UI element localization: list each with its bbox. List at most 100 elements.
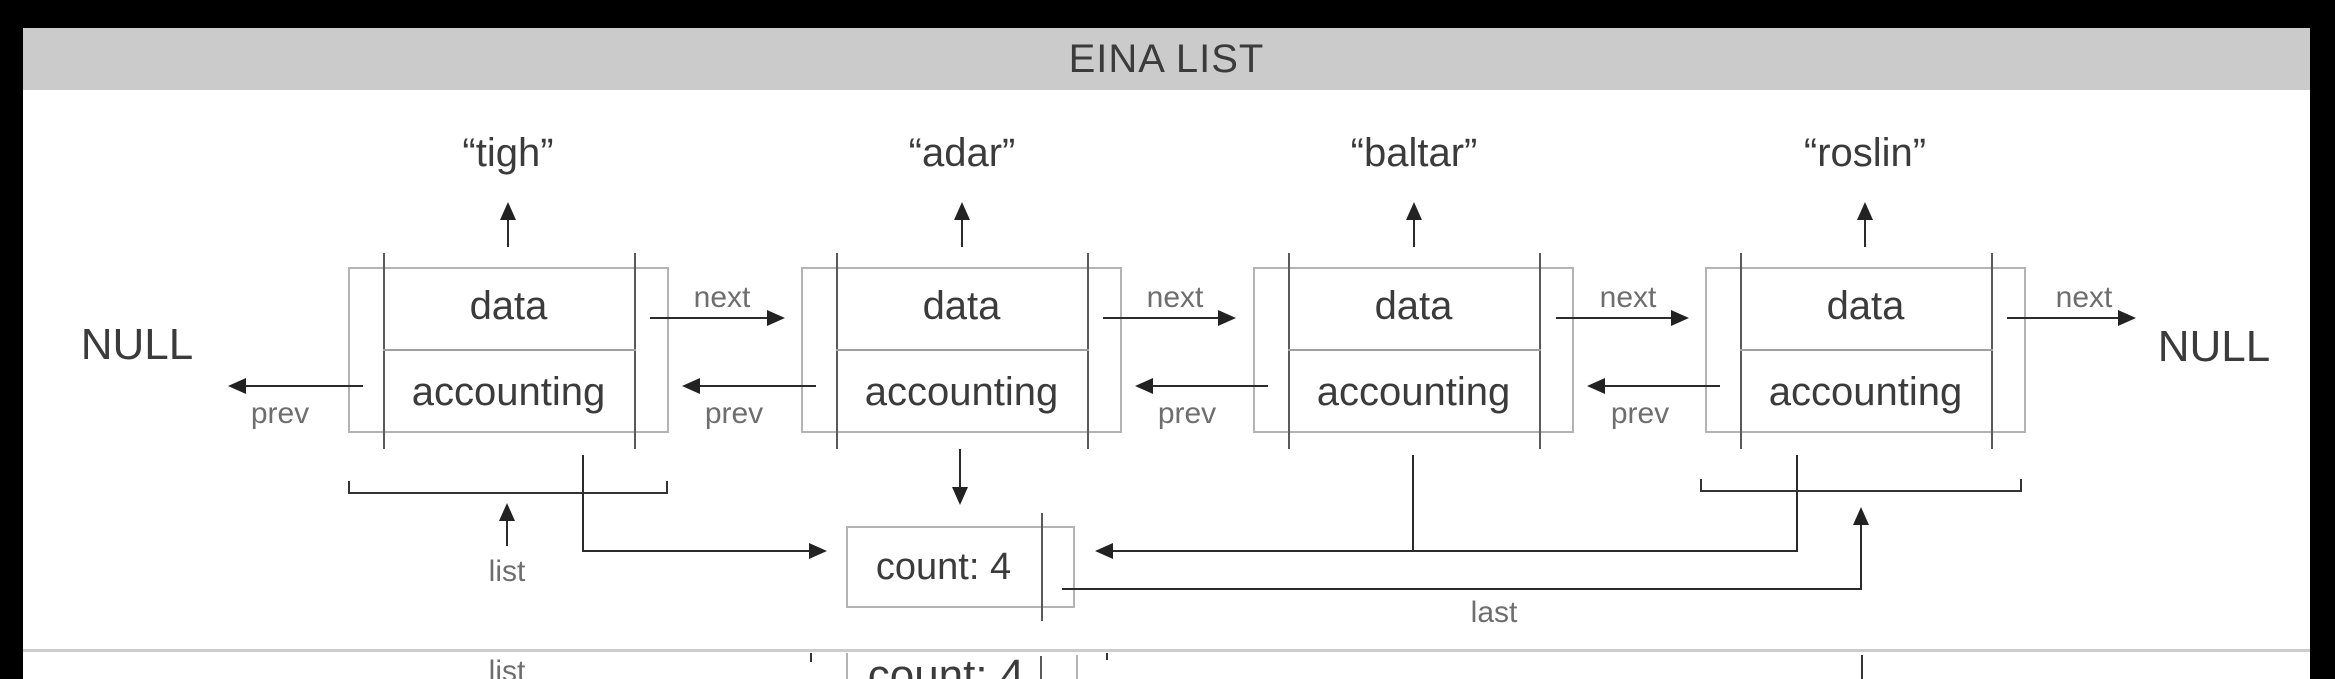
value-arrow-up-icon [954,202,970,220]
node-value-label: “adar” [908,131,1016,175]
node-data-cell: data [922,284,1001,328]
last-label: last [1470,596,1518,629]
node-right-pin [1087,253,1089,449]
partial-count-box-right-edge [1076,655,1078,679]
node-accounting-cell: accounting [1316,370,1511,414]
next-label: next [1146,281,1204,314]
diagram-title: EINA LIST [1068,36,1265,81]
count-box-pin [1041,513,1043,621]
prev-arrow-line [245,385,363,387]
accounting-arrow-left-icon [1095,543,1113,559]
next-arrow-right-icon [1671,310,1689,326]
last-bracket-tick-right [2020,479,2022,492]
partial-count-value: count: 4 [867,651,1025,679]
prev-label: prev [1610,397,1670,430]
partial-count-box-pin [1040,656,1042,679]
accounting-riser-node3 [1412,455,1414,552]
last-bracket-line [1700,490,2022,492]
node-box [801,267,1122,433]
next-arrow-right-icon [767,310,785,326]
title-bar: EINA LIST [23,28,2310,90]
accounting-down-line [959,449,961,489]
list-arrow-up-icon [499,503,515,521]
accounting-riser-node1 [582,455,584,552]
list-node: data accounting [348,253,669,449]
accounting-feed-left-line [583,550,811,552]
list-label: list [488,555,526,588]
prev-arrow-left-icon [1587,378,1605,394]
prev-label: prev [704,397,764,430]
node-value-label: “baltar” [1350,131,1478,175]
list-bracket-tick-left [348,481,350,494]
accounting-feed-right-line [1113,550,1798,552]
node-cell-separator [836,349,1089,351]
node-cell-separator [383,349,636,351]
node-box [348,267,669,433]
diagram-canvas [23,90,2310,679]
value-arrow-line [1413,219,1415,247]
value-arrow-up-icon [1406,202,1422,220]
accounting-riser-node4 [1796,455,1798,552]
node-left-pin [383,253,385,449]
node-box [1253,267,1574,433]
node-data-cell: data [1374,284,1453,328]
node-left-pin [836,253,838,449]
prev-arrow-left-icon [228,378,246,394]
partial-last-riser [1861,655,1863,679]
list-node: data accounting [801,253,1122,449]
next-arrow-line [1556,317,1674,319]
node-cell-separator [1288,349,1541,351]
node-right-pin [634,253,636,449]
next-arrow-line [2007,317,2121,319]
partial-count-box-left-edge [846,653,848,679]
last-pointer-line [1062,588,1862,590]
next-arrow-right-icon [2118,310,2136,326]
list-node: data accounting [1705,253,2026,449]
node-accounting-cell: accounting [411,370,606,414]
section-divider-line [23,649,2310,652]
value-arrow-up-icon [1857,202,1873,220]
next-arrow-line [1103,317,1221,319]
value-arrow-line [507,219,509,247]
node-box [1705,267,2026,433]
list-bracket-line [348,492,668,494]
node-right-pin [1539,253,1541,449]
prev-arrow-left-icon [1135,378,1153,394]
next-arrow-line [650,317,770,319]
next-arrow-right-icon [1218,310,1236,326]
node-cell-separator [1740,349,1993,351]
next-label: next [2055,281,2113,314]
prev-arrow-left-icon [682,378,700,394]
prev-label: prev [1157,397,1217,430]
next-label: next [693,281,751,314]
list-bracket-tick-right [666,481,668,494]
node-accounting-cell: accounting [1768,370,1963,414]
prev-label: prev [250,397,310,430]
count-box [846,526,1075,608]
value-arrow-line [961,219,963,247]
last-pointer-riser [1860,524,1862,589]
accounting-arrow-right-icon [809,543,827,559]
last-arrow-up-icon [1853,507,1869,525]
prev-arrow-line [1152,385,1268,387]
node-value-label: “tigh” [462,131,554,175]
list-arrow-line [506,520,508,546]
node-value-label: “roslin” [1803,131,1927,175]
partial-bracket-tick [810,653,812,662]
prev-arrow-line [1604,385,1720,387]
value-arrow-line [1864,219,1866,247]
node-right-pin [1991,253,1993,449]
prev-arrow-line [699,385,816,387]
value-arrow-up-icon [500,202,516,220]
accounting-arrow-down-icon [952,487,968,505]
node-data-cell: data [469,284,548,328]
node-left-pin [1740,253,1742,449]
list-node: data accounting [1253,253,1574,449]
null-terminal-right: NULL [2157,322,2271,371]
node-data-cell: data [1826,284,1905,328]
node-accounting-cell: accounting [864,370,1059,414]
next-label: next [1599,281,1657,314]
node-left-pin [1288,253,1290,449]
partial-tick-mark [1106,653,1108,660]
